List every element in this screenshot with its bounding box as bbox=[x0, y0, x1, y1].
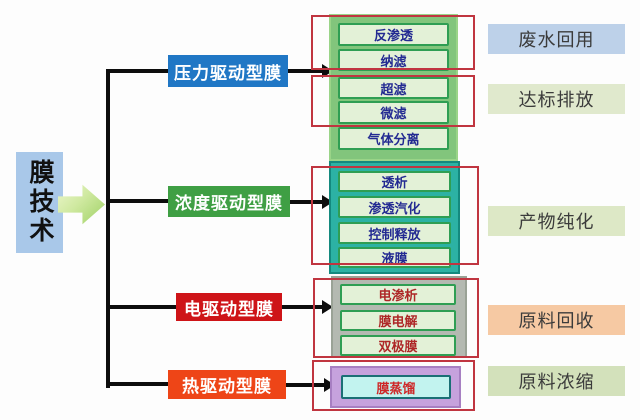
application-label: 产物纯化 bbox=[518, 212, 595, 232]
membrane-item-label: 电渗析 bbox=[378, 288, 418, 303]
membrane-item-microfiltration: 微滤 bbox=[338, 101, 449, 124]
container-thermal-membranes: 膜蒸馏 bbox=[330, 366, 461, 408]
membrane-item-membrane-distillation: 膜蒸馏 bbox=[341, 375, 451, 399]
application-box-wastewater-reuse: 废水回用 bbox=[488, 24, 625, 54]
membrane-item-membrane-electrolysis: 膜电解 bbox=[340, 310, 456, 331]
application-label: 原料回收 bbox=[518, 311, 595, 331]
branch-label-thermal: 热驱动型膜 bbox=[182, 377, 272, 396]
container-pressure-membranes: 反渗透 纳滤 超滤 微滤 气体分离 bbox=[329, 14, 458, 161]
branch-line-concentration bbox=[106, 199, 168, 203]
root-label: 膜技术 bbox=[26, 159, 54, 246]
membrane-item-label: 反渗透 bbox=[373, 28, 413, 43]
membrane-item-label: 液膜 bbox=[381, 251, 408, 266]
membrane-item-label: 膜电解 bbox=[378, 314, 418, 329]
group-outline-electric bbox=[313, 278, 479, 358]
branch-label-electric: 电驱动型膜 bbox=[184, 299, 274, 319]
arrowhead-thermal-icon bbox=[324, 378, 335, 392]
membrane-item-label: 渗透汽化 bbox=[368, 200, 421, 216]
arrowhead-concentration-icon bbox=[322, 195, 333, 209]
membrane-item-nanofiltration: 纳滤 bbox=[338, 49, 449, 71]
branch-line-thermal bbox=[106, 382, 168, 386]
membrane-item-electrodialysis: 电渗析 bbox=[340, 284, 456, 305]
branch-line-electric bbox=[106, 305, 176, 309]
membrane-item-label: 透析 bbox=[381, 175, 408, 190]
arrow-line-pressure bbox=[288, 69, 323, 73]
root-arrow-icon bbox=[58, 184, 105, 225]
membrane-item-label: 超滤 bbox=[380, 81, 407, 97]
group-outline-thermal bbox=[312, 360, 475, 411]
application-box-standard-discharge: 达标排放 bbox=[488, 84, 625, 114]
membrane-item-gas-separation: 气体分离 bbox=[338, 127, 449, 150]
membrane-item-liquid-membrane: 液膜 bbox=[338, 247, 451, 268]
branch-label-concentration: 浓度驱动型膜 bbox=[175, 194, 283, 213]
arrowhead-electric-icon bbox=[322, 300, 333, 314]
membrane-item-dialysis: 透析 bbox=[338, 171, 451, 192]
application-box-product-purification: 产物纯化 bbox=[488, 206, 625, 236]
branch-box-thermal: 热驱动型膜 bbox=[168, 370, 286, 399]
membrane-item-label: 气体分离 bbox=[367, 132, 420, 147]
branch-box-pressure: 压力驱动型膜 bbox=[168, 55, 288, 87]
branch-label-pressure: 压力驱动型膜 bbox=[174, 63, 282, 83]
application-label: 原料浓缩 bbox=[518, 372, 595, 392]
membrane-item-ultrafiltration: 超滤 bbox=[338, 77, 449, 99]
arrowhead-pressure-icon bbox=[322, 64, 333, 78]
membrane-item-label: 双极膜 bbox=[378, 339, 418, 354]
group-outline-uf-mf bbox=[311, 75, 475, 127]
arrow-line-electric bbox=[282, 305, 323, 309]
container-electric-membranes: 电渗析 膜电解 双极膜 bbox=[331, 276, 467, 358]
arrow-line-thermal bbox=[286, 383, 325, 387]
membrane-item-label: 纳滤 bbox=[380, 53, 407, 69]
membrane-item-label: 膜蒸馏 bbox=[376, 380, 416, 396]
trunk-line bbox=[106, 69, 110, 388]
group-outline-ro-nf bbox=[311, 15, 475, 70]
membrane-item-pervaporation: 渗透汽化 bbox=[338, 196, 451, 218]
membrane-item-bipolar-membrane: 双极膜 bbox=[340, 335, 456, 356]
group-outline-concentration bbox=[311, 166, 479, 265]
branch-line-pressure bbox=[106, 69, 168, 73]
container-concentration-membranes: 透析 渗透汽化 控制释放 液膜 bbox=[329, 161, 460, 274]
branch-box-concentration: 浓度驱动型膜 bbox=[168, 186, 290, 217]
application-box-material-concentration: 原料浓缩 bbox=[488, 366, 625, 396]
application-label: 达标排放 bbox=[518, 90, 595, 110]
root-node-membrane-technology: 膜技术 bbox=[16, 152, 63, 253]
branch-box-electric: 电驱动型膜 bbox=[176, 293, 282, 321]
arrow-line-concentration bbox=[290, 200, 323, 204]
membrane-item-label: 微滤 bbox=[380, 106, 407, 121]
membrane-item-label: 控制释放 bbox=[368, 226, 421, 242]
membrane-item-reverse-osmosis: 反渗透 bbox=[338, 23, 449, 46]
application-label: 废水回用 bbox=[518, 30, 595, 50]
membrane-item-controlled-release: 控制释放 bbox=[338, 222, 451, 244]
application-box-material-recovery: 原料回收 bbox=[488, 305, 625, 335]
